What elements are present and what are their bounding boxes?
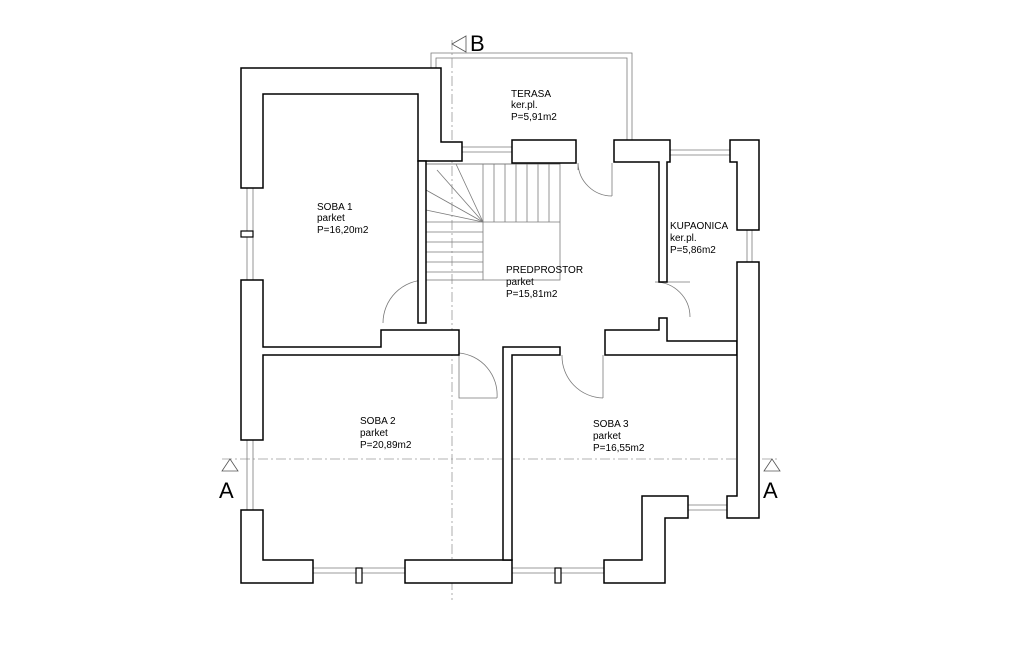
staircase (425, 163, 561, 281)
room-terasa: TERASA ker.pl. P=5,91m2 (511, 89, 557, 123)
section-b-arrow (451, 35, 467, 53)
wall-predprostor-south (604, 317, 738, 356)
door-soba3 (561, 354, 604, 399)
room-soba2-name: SOBA 2 (360, 416, 396, 427)
wall-soba2-soba3 (502, 346, 561, 561)
room-kupaonica: KUPAONICA ker.pl. P=5,86m2 (670, 221, 728, 256)
wall-soba1-east (417, 160, 427, 324)
wall-nw (240, 67, 463, 189)
room-kupaonica-name: KUPAONICA (670, 221, 728, 232)
walls (240, 67, 760, 584)
wall-west-middle (240, 279, 460, 441)
room-soba1-area: P=16,20m2 (317, 225, 369, 236)
section-a-left-arrow (221, 458, 239, 472)
wall-sw (240, 509, 314, 584)
wall-east-lower (726, 261, 760, 519)
room-soba3-name: SOBA 3 (593, 419, 629, 430)
door-soba2 (458, 352, 498, 399)
terrace-outline (430, 52, 633, 143)
room-labels: TERASA ker.pl. P=5,91m2 SOBA 1 parket P=… (317, 89, 728, 454)
room-kupaonica-floor: ker.pl. (670, 233, 697, 244)
windows (240, 146, 753, 584)
wall-kupaonica-west (613, 139, 671, 283)
room-soba2-area: P=20,89m2 (360, 440, 412, 451)
room-predprostor-area: P=15,81m2 (506, 289, 558, 300)
section-markers: A A B (219, 31, 781, 503)
section-a-right-label: A (763, 478, 778, 503)
section-a-right-arrow (763, 458, 781, 472)
room-terasa-name: TERASA (511, 89, 551, 100)
room-soba3-area: P=16,55m2 (593, 443, 645, 454)
door-terasa (577, 162, 613, 197)
room-soba1-name: SOBA 1 (317, 202, 353, 213)
room-soba3-floor: parket (593, 431, 621, 442)
wall-south-middle (404, 559, 513, 584)
section-a-left-label: A (219, 478, 234, 503)
section-b-label: B (470, 31, 485, 56)
room-kupaonica-area: P=5,86m2 (670, 245, 716, 256)
door-swings (382, 162, 691, 399)
room-soba2: SOBA 2 parket P=20,89m2 (360, 416, 412, 451)
room-soba2-floor: parket (360, 428, 388, 439)
door-kupaonica (654, 281, 691, 318)
section-lines (222, 40, 780, 600)
room-soba1: SOBA 1 parket P=16,20m2 (317, 202, 369, 236)
room-terasa-area: P=5,91m2 (511, 112, 557, 123)
room-soba1-floor: parket (317, 213, 345, 224)
room-predprostor-floor: parket (506, 277, 534, 288)
wall-east-upper (729, 139, 760, 231)
wall-se (603, 495, 689, 584)
room-predprostor-name: PREDPROSTOR (506, 265, 583, 276)
wall-terasa-south (511, 139, 577, 164)
room-predprostor: PREDPROSTOR parket P=15,81m2 (506, 265, 583, 300)
room-terasa-floor: ker.pl. (511, 100, 538, 111)
room-soba3: SOBA 3 parket P=16,55m2 (593, 419, 645, 454)
